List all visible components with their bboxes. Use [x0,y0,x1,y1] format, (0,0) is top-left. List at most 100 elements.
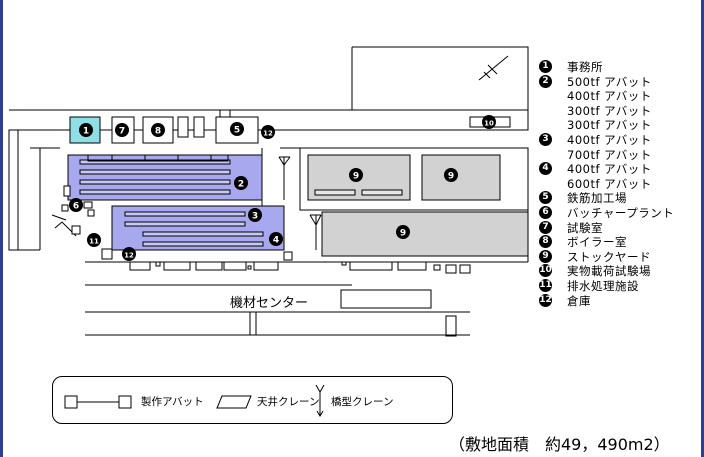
svg-text:12: 12 [263,130,273,138]
marker-9c-icon: 9 [396,225,410,239]
svg-text:10: 10 [484,120,494,128]
svg-text:11: 11 [89,238,99,246]
legend-label: 600tf アバット [567,176,652,191]
legend-item: 4 400tf アバット [539,162,674,177]
svg-text:1: 1 [83,127,89,137]
legend-label: 400tf アバット [567,162,652,177]
marker-12b-icon: 12 [122,247,136,261]
key-gantry-crane-symbol [315,384,325,417]
svg-text:2: 2 [238,180,244,190]
key-overhead-crane-label: 天井クレーン [257,396,320,408]
legend-number-icon: 3 [539,132,552,146]
legend-label: 300tf アバット [567,118,652,133]
legend-label: 400tf アバット [567,132,652,147]
small-buildings-row [129,261,471,274]
legend-item: 400tf アバット [539,89,674,104]
legend-item: 8 ボイラー室 [539,235,674,250]
legend-number-icon: 12 [539,293,552,307]
legend-label: ストックヤード [567,249,651,264]
legend-label: 倉庫 [567,293,591,308]
symbol-key-box: 製作アバット 天井クレーン 橋型クレーン [52,376,453,424]
svg-text:3: 3 [252,212,258,222]
center-label: 機材センター [230,296,309,311]
svg-text:8: 8 [155,127,161,137]
key-abut-label: 製作アバット [141,396,204,408]
legend-item: 1 事務所 [539,60,674,75]
legend-item: 300tf アバット [539,104,674,119]
legend-number-icon [539,148,552,161]
legend-item: 5 鉄筋加工場 [539,191,674,206]
legend-label: ボイラー室 [567,235,627,250]
abut-beds-3 [124,211,264,247]
marker-9a-icon: 9 [349,168,363,182]
legend-number-icon [539,104,552,117]
legend-label: 鉄筋加工場 [567,191,627,206]
legend-label: バッチャープラント [567,205,675,220]
key-overhead-crane-symbol [216,395,252,409]
svg-text:5: 5 [234,126,240,136]
gantry-crane-1 [278,156,291,200]
legend-item: 10 実物載荷試験場 [539,264,674,279]
marker-9b-icon: 9 [444,168,458,182]
legend-item: 12 倉庫 [539,293,674,309]
legend-number-icon [539,89,552,102]
legend-label: 400tf アバット [567,89,652,104]
legend-number-icon: 11 [539,278,552,292]
legend-label: 500tf アバット [567,74,652,89]
marker-12a-icon: 12 [261,125,275,139]
marker-4-icon: 4 [269,232,283,246]
svg-text:9: 9 [400,229,406,239]
key-gantry-crane-label: 橋型クレーン [331,396,394,408]
legend-number-icon: 8 [539,235,552,249]
stockyard-bottom [321,211,529,257]
batcher-plant-area [51,185,95,237]
marker-5-icon: 5 [230,122,244,136]
marker-1-icon: 1 [79,123,93,137]
stockyard-top-2 [421,154,501,201]
site-area-note: （敷地面積 約49，490m2） [449,435,670,454]
marker-2-icon: 2 [234,176,248,190]
legend-item: 700tf アバット [539,148,674,163]
legend-number-icon: 1 [539,60,552,73]
legend-item: 2 500tf アバット [539,74,674,90]
marker-3-icon: 3 [248,208,262,222]
svg-text:7: 7 [119,127,125,137]
legend-number-icon: 5 [539,191,552,205]
legend-number-icon [539,177,552,190]
marker-6-icon: 6 [69,198,83,212]
marker-7-icon: 7 [115,123,129,137]
svg-text:9: 9 [448,172,454,182]
marker-10-icon: 10 [482,115,496,129]
plan-markers: 1 7 8 5 12 10 2 9 9 6 3 4 9 11 12 [69,115,496,261]
legend-item: 300tf アバット [539,118,674,133]
svg-text:12: 12 [124,252,134,260]
legend-label: 排水処理施設 [567,278,639,293]
key-abut-symbol [64,395,132,409]
legend-item: 7 試験室 [539,220,674,236]
marker-8-icon: 8 [151,123,165,137]
svg-text:4: 4 [273,236,279,246]
svg-text:6: 6 [73,202,79,212]
marker-11-icon: 11 [87,233,101,247]
abut-beds-2 [79,159,231,195]
legend-item: 9 ストックヤード [539,249,674,265]
legend-label: 700tf アバット [567,147,652,162]
legend-label: 事務所 [567,60,603,74]
legend-item: 3 400tf アバット [539,132,674,148]
legend-item: 11 排水処理施設 [539,278,674,294]
legend-number-icon: 9 [539,249,552,263]
legend-label: 試験室 [567,220,603,235]
legend-number-icon: 7 [539,220,552,234]
legend-number-icon: 4 [539,162,552,176]
legend-item: 600tf アバット [539,177,674,192]
svg-text:9: 9 [353,172,359,182]
legend-label: 実物載荷試験場 [567,264,651,279]
legend-number-icon [539,118,552,131]
legend-number-icon: 2 [539,74,552,88]
legend-number-icon: 10 [539,264,552,278]
legend-label: 300tf アバット [567,103,652,118]
north-arrow-icon [478,55,509,81]
